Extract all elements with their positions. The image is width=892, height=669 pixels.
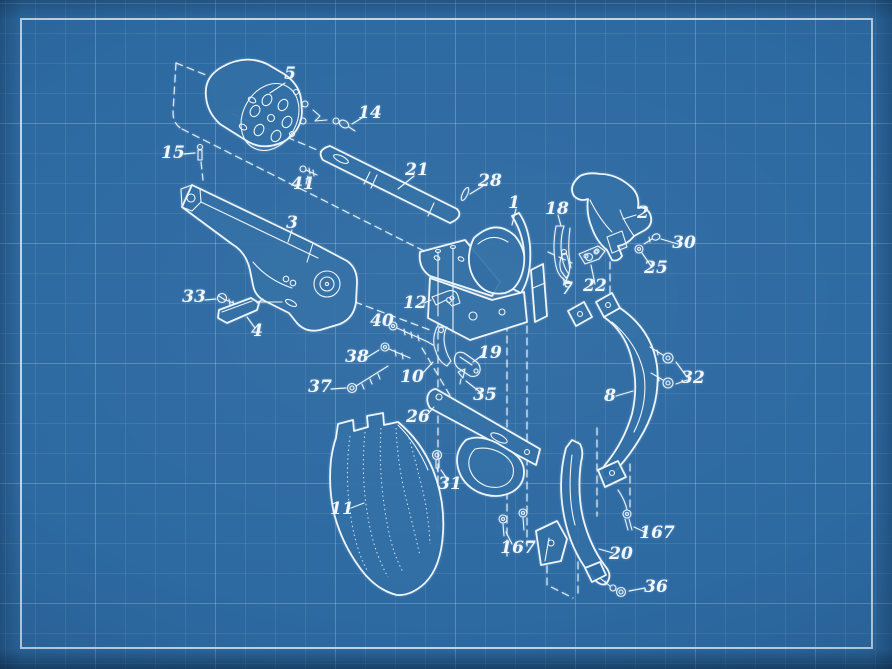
screw-part-36 (600, 578, 627, 598)
part-label-2: 2 (636, 203, 649, 223)
part-label-33: 33 (182, 287, 206, 307)
part-label-25: 25 (643, 258, 668, 278)
part-label-32: 32 (681, 368, 705, 388)
plunger-rod-part (319, 145, 461, 224)
screw-part-167b (617, 489, 633, 531)
part-label-38: 38 (345, 347, 369, 367)
part-label-19: 19 (478, 343, 502, 363)
part-label-1: 1 (508, 193, 520, 213)
front-strap-part (560, 439, 611, 586)
part-label-3: 3 (286, 213, 298, 233)
part-label-5: 5 (284, 64, 296, 84)
part-label-31: 31 (438, 474, 462, 494)
part-label-7: 7 (561, 279, 573, 299)
part-label-8: 8 (603, 386, 616, 406)
frame-part (418, 212, 548, 341)
part-label-15: 15 (161, 143, 185, 163)
part-label-12: 12 (403, 293, 427, 313)
nipple-part (312, 109, 356, 132)
pin-part-28 (460, 187, 470, 201)
part-label-28: 28 (477, 171, 502, 191)
part-label-40: 40 (370, 311, 394, 331)
part-label-10: 10 (400, 367, 424, 387)
part-label-35: 35 (473, 385, 497, 405)
screws-part-167a (498, 508, 528, 537)
part-label-21: 21 (404, 160, 429, 180)
screw-part-37 (346, 365, 389, 394)
screw-part-30 (643, 233, 661, 245)
part-label-167a: 167 (500, 538, 536, 558)
screw-part-40 (388, 321, 434, 346)
part-label-22: 22 (582, 276, 607, 296)
part-label-18: 18 (545, 199, 569, 219)
part-label-20: 20 (608, 544, 633, 564)
part-label-41: 41 (291, 174, 315, 194)
trigger-part-10 (433, 326, 452, 367)
screw-part-38 (380, 342, 411, 360)
part-label-26: 26 (405, 407, 430, 427)
part-label-30: 30 (672, 233, 696, 253)
screw-part-25 (634, 244, 644, 254)
barrel-part (180, 184, 358, 332)
part-label-14: 14 (358, 103, 382, 123)
screw-part-35 (457, 368, 466, 385)
part-label-37: 37 (308, 377, 332, 397)
part-label-36: 36 (644, 577, 668, 597)
part-label-11: 11 (330, 499, 354, 519)
screw-part-31 (431, 449, 443, 473)
part-label-167b: 167 (639, 523, 675, 543)
part-label-4: 4 (251, 321, 263, 341)
pin-part-15 (196, 143, 204, 161)
